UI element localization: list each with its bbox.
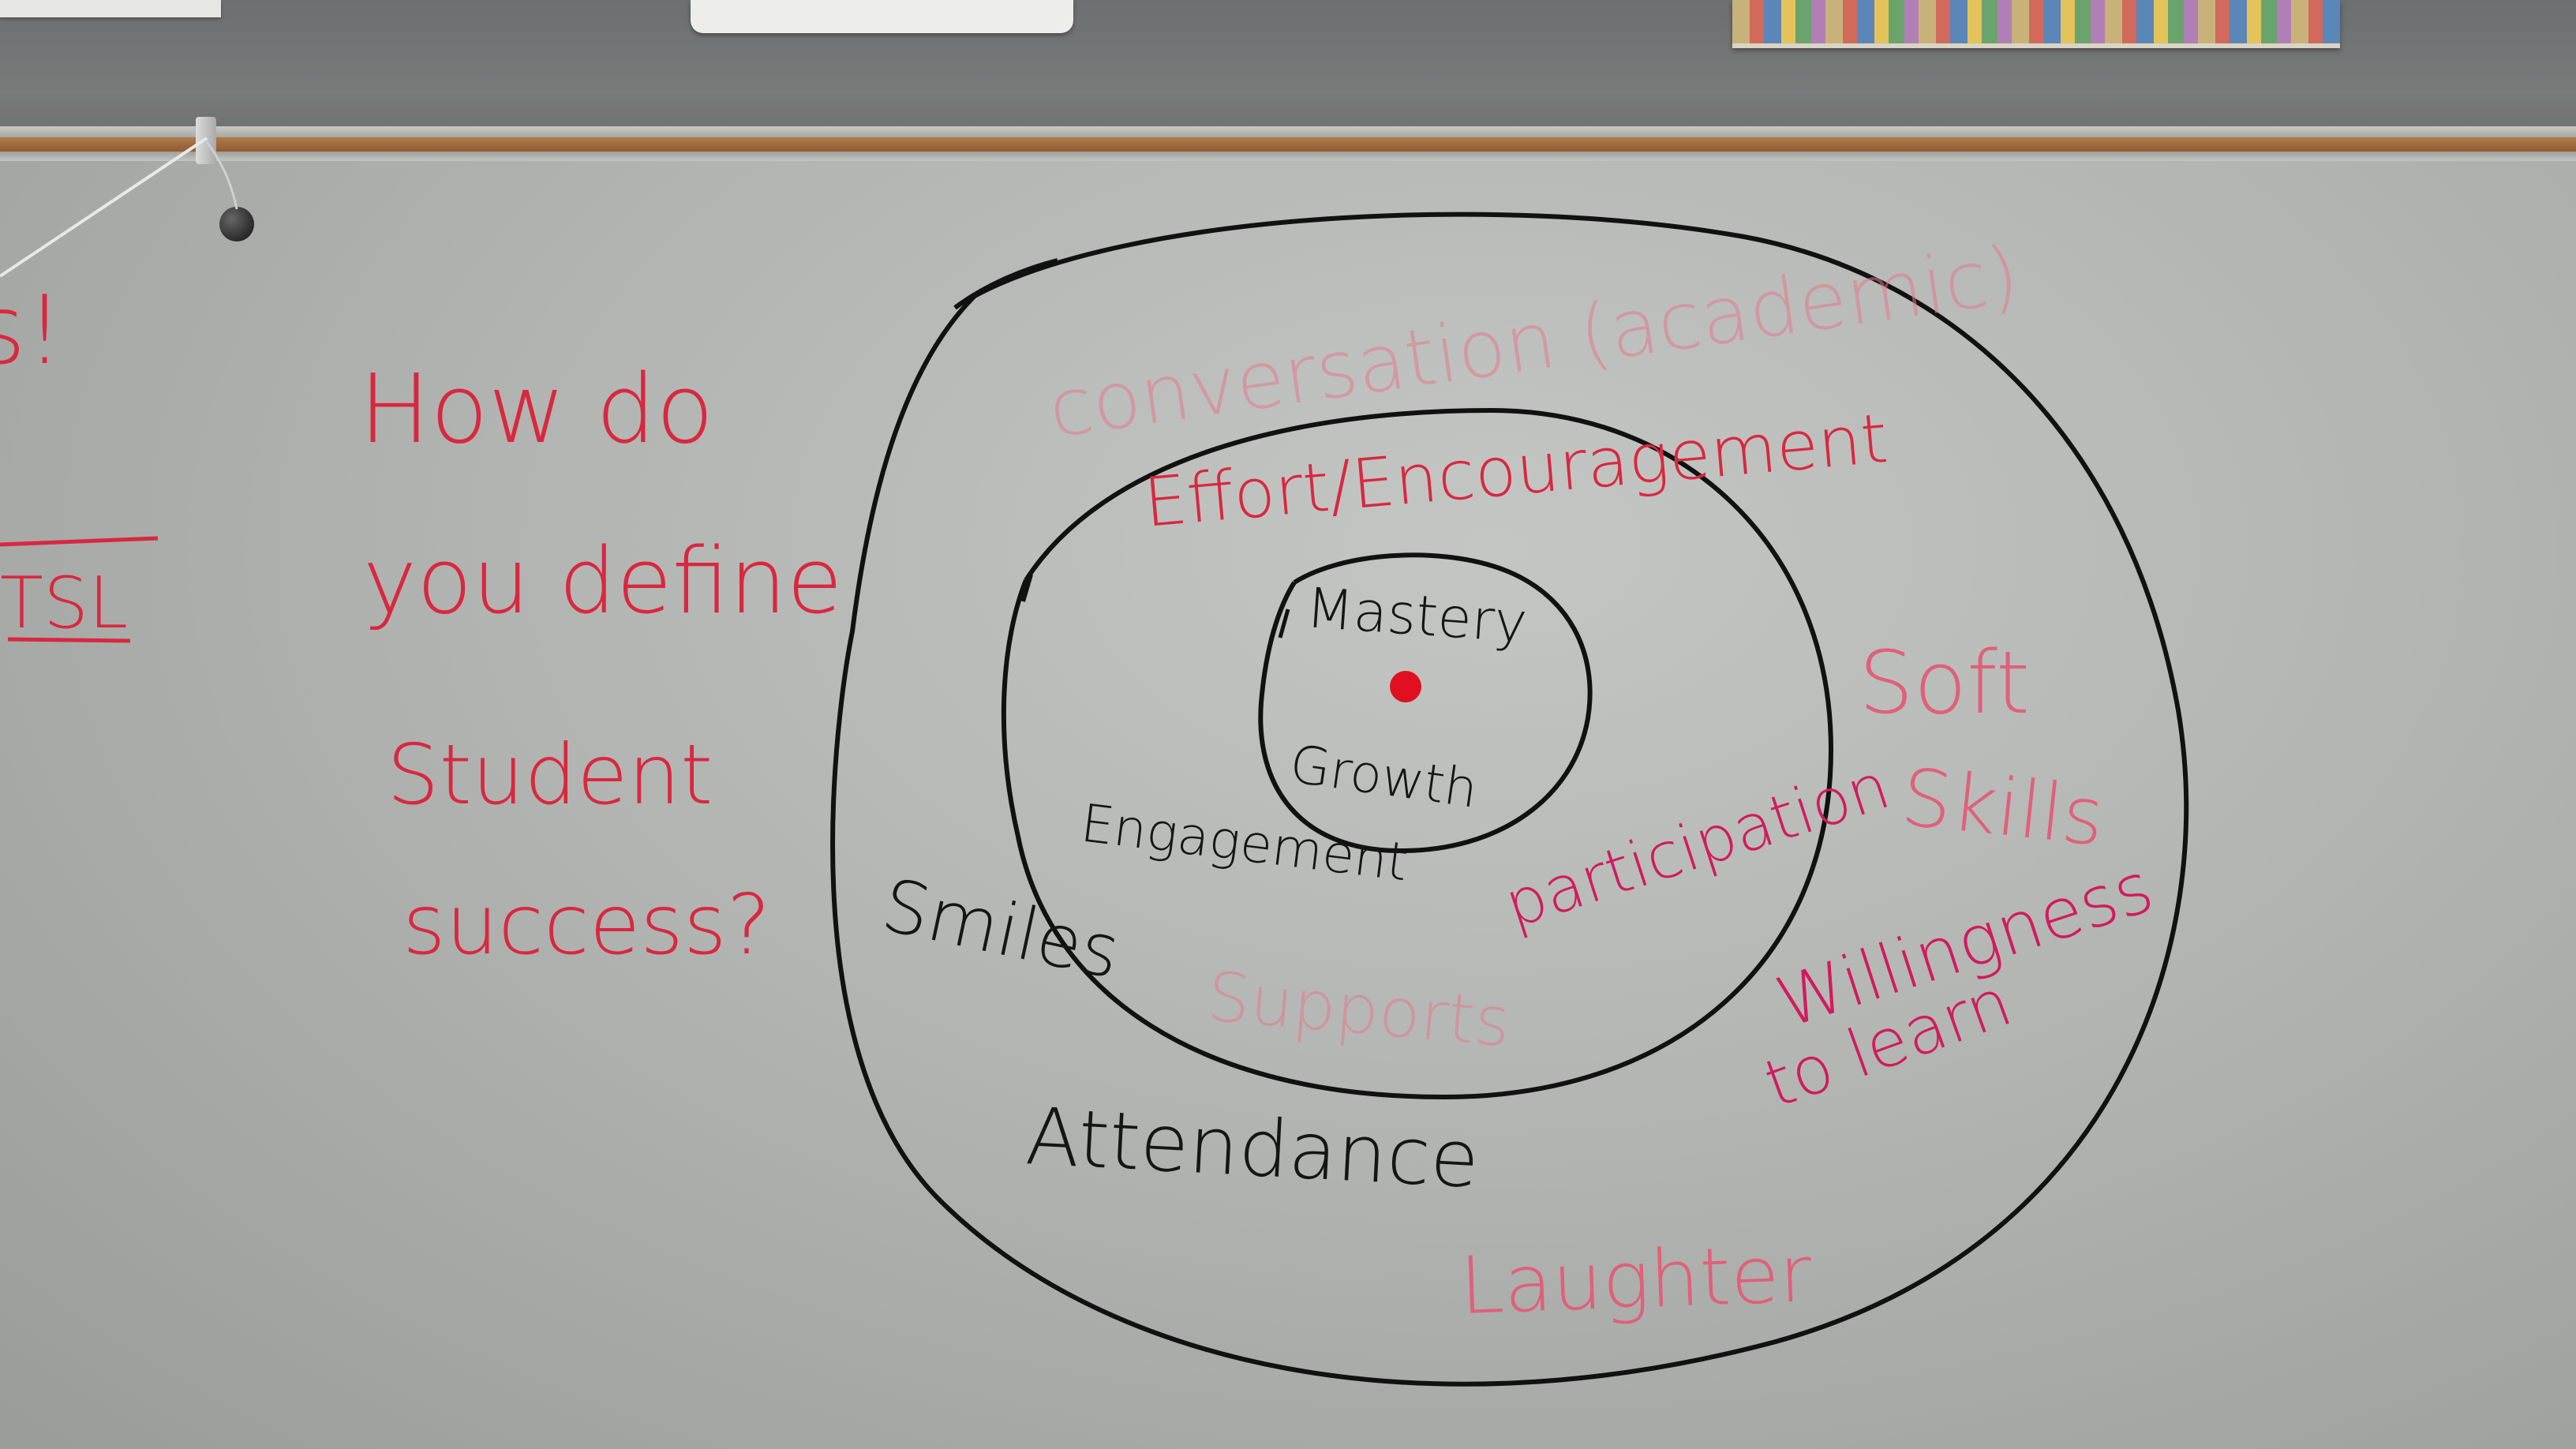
question-line-2: you define [363, 529, 843, 635]
outer-circle-start [953, 258, 1058, 310]
colorful-poster [1732, 0, 2340, 48]
hanging-cord [0, 137, 208, 278]
edge-tsl: TSL [0, 562, 129, 645]
label-soft: Soft [1859, 632, 2031, 733]
question-line-1: How do [359, 355, 714, 465]
bullseye-dot [1390, 671, 1421, 702]
middle-circle-tick [1020, 574, 1033, 602]
label-mastery: Mastery [1304, 575, 1530, 656]
cork-strip [0, 137, 2576, 152]
label-skills: Skills [1896, 751, 2109, 864]
magnet [219, 207, 254, 242]
posted-paper-middle [691, 0, 1073, 33]
posted-paper-left [0, 0, 221, 17]
label-attendance: Attendance [1023, 1090, 1481, 1206]
middle-circle [1001, 407, 1834, 1100]
board-frame-top [0, 126, 2576, 137]
question-line-3: Student [387, 727, 713, 823]
hanging-cord-2 [205, 141, 238, 210]
tsl-overline [0, 536, 159, 547]
label-laughter: Laughter [1458, 1227, 1814, 1332]
edge-exclaim: s! [0, 276, 64, 386]
board-frame-lower [0, 152, 2576, 161]
outer-circle [830, 212, 2188, 1387]
tsl-underline [7, 637, 131, 643]
inner-circle [1258, 552, 1593, 854]
question-line-4: success? [402, 877, 771, 973]
inner-circle-tick [1278, 608, 1290, 638]
